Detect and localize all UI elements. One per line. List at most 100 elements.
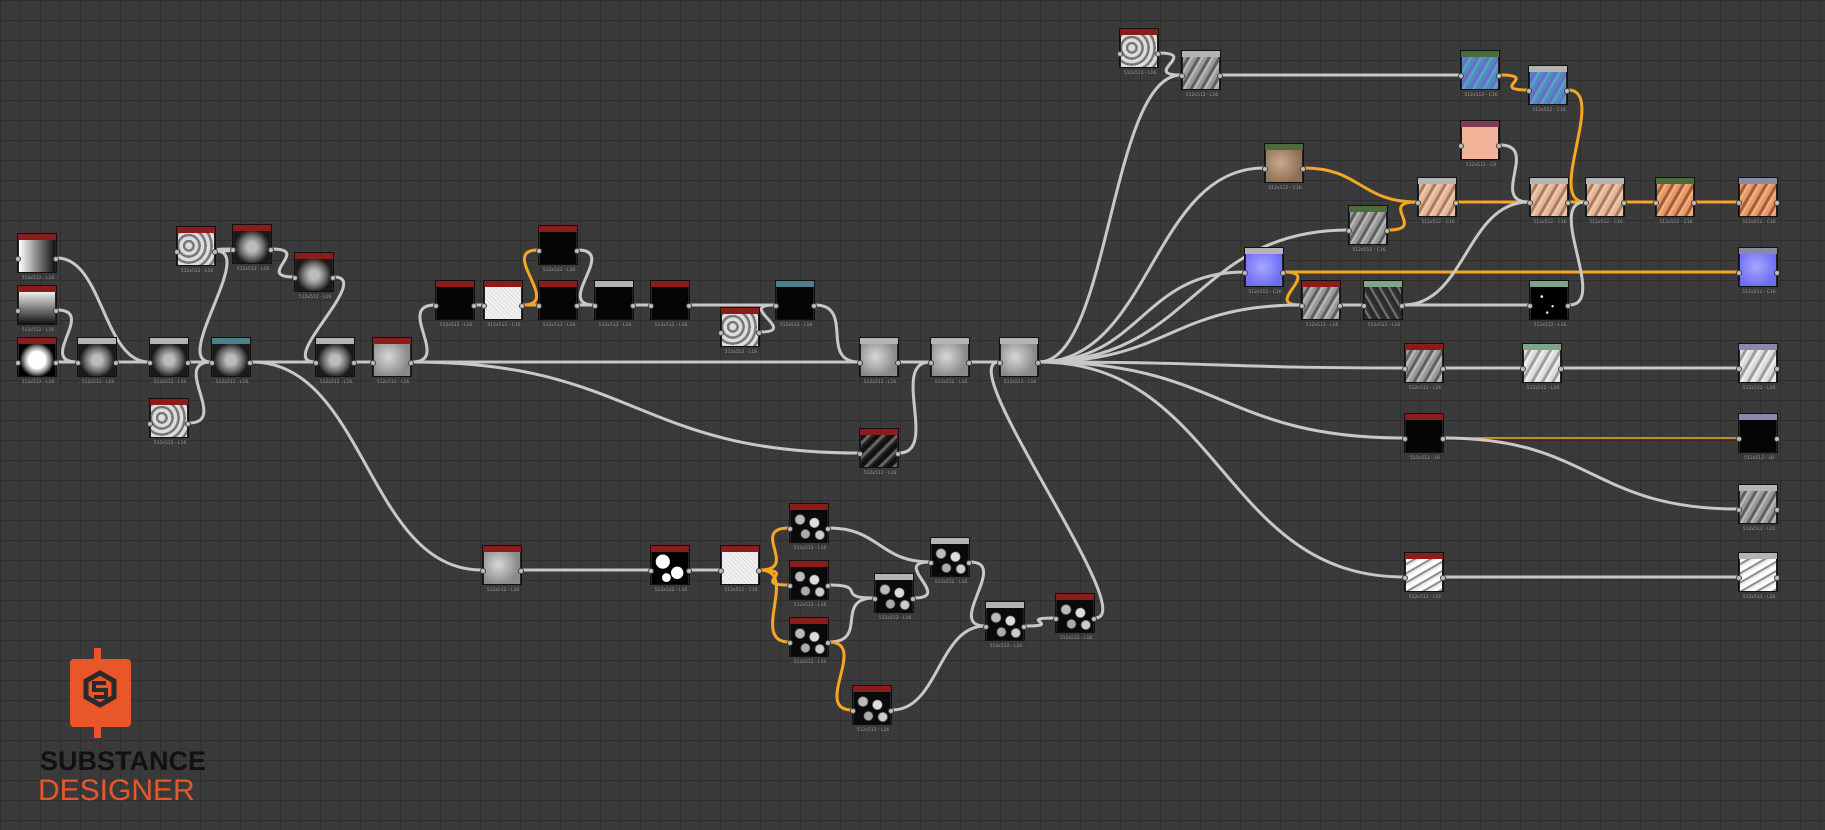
graph-node[interactable]: 512x512 - L16 (787, 617, 831, 665)
node-input-port[interactable] (1346, 228, 1352, 234)
graph-node[interactable]: 512x512 - C16 (1242, 247, 1286, 295)
node-output-port[interactable] (1564, 88, 1570, 94)
graph-node[interactable]: 512x512 - L16 (174, 226, 218, 274)
node-connection-wire[interactable] (1302, 166, 1419, 204)
node-input-port[interactable] (1736, 436, 1742, 442)
graph-node[interactable]: 512x512 - C16 (1262, 143, 1306, 191)
node-input-port[interactable] (850, 708, 856, 714)
graph-node[interactable]: 512x512 - L16 (648, 280, 692, 328)
graph-node[interactable]: 512x512 - L16 (850, 685, 894, 733)
node-connection-wire[interactable] (1566, 88, 1587, 204)
node-output-port[interactable] (1440, 436, 1446, 442)
node-input-port[interactable] (230, 247, 236, 253)
node-input-port[interactable] (1415, 200, 1421, 206)
node-output-port[interactable] (113, 360, 119, 366)
node-input-port[interactable] (1736, 366, 1742, 372)
node-input-port[interactable] (1458, 143, 1464, 149)
graph-node[interactable]: 512x512 - L16 (1053, 593, 1097, 641)
node-connection-wire[interactable] (1037, 73, 1183, 364)
node-input-port[interactable] (1736, 575, 1742, 581)
node-output-port[interactable] (1091, 616, 1097, 622)
node-input-port[interactable] (15, 256, 21, 262)
node-input-port[interactable] (433, 303, 439, 309)
node-output-port[interactable] (966, 360, 972, 366)
node-output-port[interactable] (53, 308, 59, 314)
node-output-port[interactable] (574, 248, 580, 254)
node-output-port[interactable] (1399, 303, 1405, 309)
node-connection-wire[interactable] (827, 583, 876, 600)
node-output-port[interactable] (825, 583, 831, 589)
node-output-port[interactable] (1021, 624, 1027, 630)
node-output-port[interactable] (1774, 200, 1780, 206)
node-input-port[interactable] (480, 568, 486, 574)
graph-node[interactable]: 512x512 - L16 (928, 337, 972, 385)
graph-node[interactable]: 512x512 - L16 (648, 545, 692, 593)
graph-node[interactable]: 512x512 - L16 (1361, 280, 1405, 328)
node-output-port[interactable] (518, 568, 524, 574)
node-output-port[interactable] (185, 421, 191, 427)
node-connection-wire[interactable] (890, 624, 987, 712)
node-connection-wire[interactable] (912, 560, 932, 600)
graph-node[interactable]: 512x512 - L16 (75, 337, 119, 385)
node-connection-wire[interactable] (758, 568, 791, 644)
graph-node[interactable]: 512x512 - L16 (718, 307, 762, 355)
node-input-port[interactable] (75, 360, 81, 366)
node-output-port[interactable] (1774, 366, 1780, 372)
graph-node[interactable]: 512x512 - L16 (1736, 552, 1780, 600)
node-input-port[interactable] (718, 568, 724, 574)
graph-node[interactable]: 512x512 - L16 (147, 337, 191, 385)
node-input-port[interactable] (1242, 270, 1248, 276)
node-output-port[interactable] (910, 596, 916, 602)
node-connection-wire[interactable] (1037, 228, 1350, 364)
node-input-port[interactable] (1520, 366, 1526, 372)
node-connection-wire[interactable] (187, 360, 213, 425)
graph-node[interactable]: 512x512 - C16 (718, 545, 762, 593)
graph-node[interactable]: 512x512 - L16 (1179, 50, 1223, 98)
node-output-port[interactable] (888, 708, 894, 714)
node-connection-wire[interactable] (410, 360, 861, 455)
graph-node[interactable]: 512x512 - C16 (1526, 65, 1570, 113)
graph-node[interactable]: 512x512 - C16 (1583, 177, 1627, 225)
graph-node[interactable]: 512x512 - L16 (15, 337, 59, 385)
node-connection-wire[interactable] (1157, 51, 1183, 77)
graph-node[interactable]: 512x512 - C16 (1346, 205, 1390, 253)
node-input-port[interactable] (718, 330, 724, 336)
graph-node[interactable]: 512x512 - L16 (433, 280, 477, 328)
node-input-port[interactable] (1736, 200, 1742, 206)
node-input-port[interactable] (1262, 166, 1268, 172)
node-input-port[interactable] (1736, 270, 1742, 276)
graph-node[interactable]: 512x512 - L16 (1736, 484, 1780, 532)
graph-node[interactable]: 512x512 - L16 (857, 337, 901, 385)
node-output-port[interactable] (1565, 200, 1571, 206)
node-output-port[interactable] (1280, 270, 1286, 276)
node-connection-wire[interactable] (521, 248, 540, 307)
node-connection-wire[interactable] (968, 560, 987, 628)
graph-node[interactable]: 512x512 - L16 (1117, 28, 1161, 76)
node-input-port[interactable] (1527, 303, 1533, 309)
node-connection-wire[interactable] (1386, 200, 1419, 232)
node-input-port[interactable] (928, 560, 934, 566)
graph-node[interactable]: 512x512 - C8 (1458, 120, 1502, 168)
node-connection-wire[interactable] (1498, 73, 1530, 92)
node-connection-wire[interactable] (1282, 270, 1303, 307)
node-input-port[interactable] (147, 360, 153, 366)
node-output-port[interactable] (1774, 575, 1780, 581)
graph-node[interactable]: 512x512 - L16 (1520, 343, 1564, 391)
graph-node[interactable]: 512x512 - L16 (536, 225, 580, 273)
graph-node[interactable]: 512x512 - L16 (313, 337, 357, 385)
node-output-port[interactable] (1440, 366, 1446, 372)
node-input-port[interactable] (857, 451, 863, 457)
node-connection-wire[interactable] (827, 526, 932, 564)
node-output-port[interactable] (1300, 166, 1306, 172)
node-connection-wire[interactable] (989, 360, 1105, 620)
graph-node[interactable]: 512x512 - C16 (1736, 247, 1780, 295)
node-connection-wire[interactable] (1037, 270, 1246, 364)
node-output-port[interactable] (53, 256, 59, 262)
node-connection-wire[interactable] (214, 247, 234, 253)
node-input-port[interactable] (1458, 73, 1464, 79)
node-connection-wire[interactable] (1567, 200, 1587, 307)
node-input-port[interactable] (928, 360, 934, 366)
graph-node[interactable]: 512x512 - L16 (370, 337, 414, 385)
graph-node[interactable]: 512x512 - L16 (1402, 552, 1446, 600)
node-output-port[interactable] (1155, 51, 1161, 57)
